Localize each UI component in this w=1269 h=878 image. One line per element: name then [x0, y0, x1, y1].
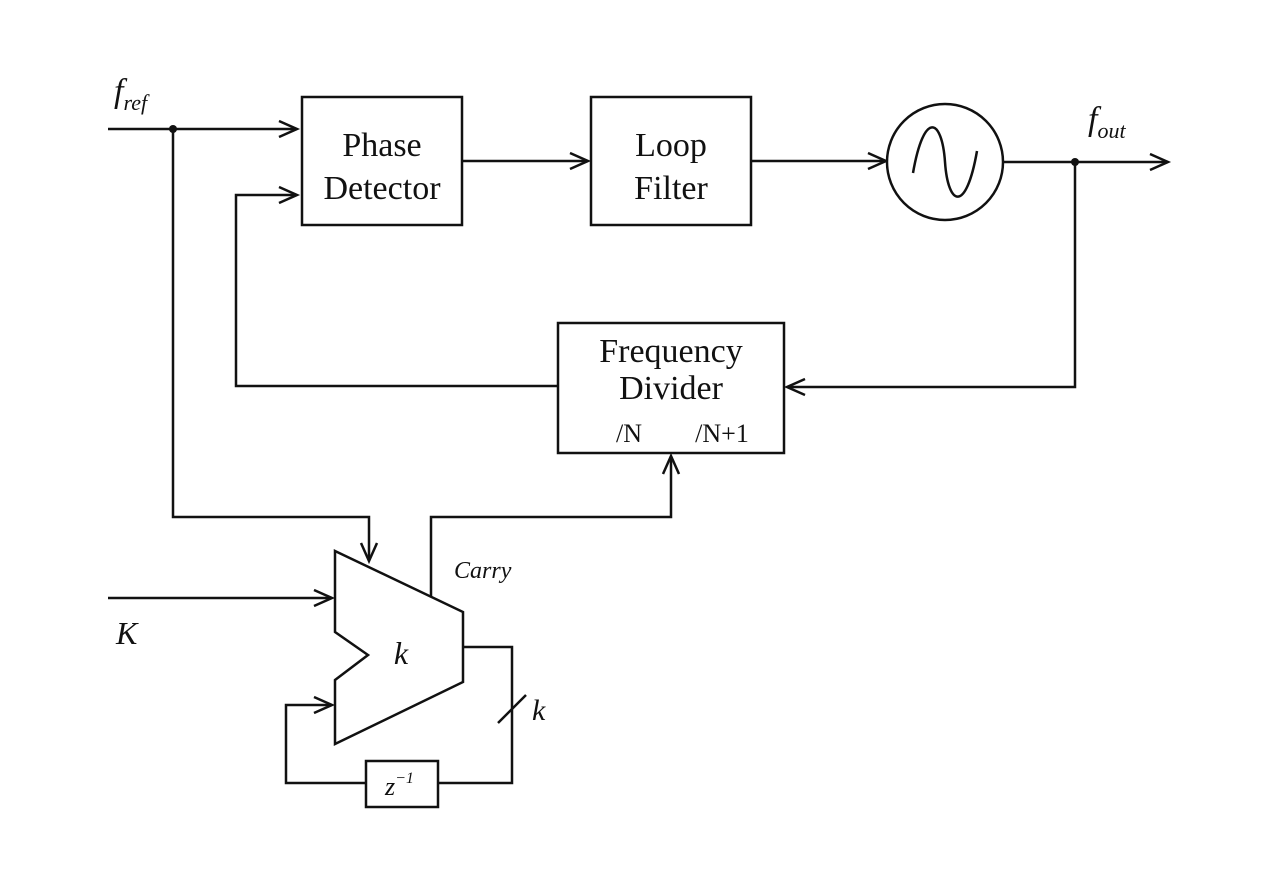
divider-input-arrowhead — [783, 377, 806, 397]
carry-label: Carry — [454, 558, 512, 584]
frequency-divider-label-1: Frequency — [599, 333, 743, 370]
fout-label: fout — [1088, 101, 1126, 143]
delay-feedback-line — [284, 703, 366, 785]
loop-filter-block — [589, 95, 753, 227]
fref-branch-line — [171, 129, 371, 560]
pd-feedback-arrowhead — [278, 185, 301, 205]
carry-line — [429, 456, 673, 598]
phase-detector-label-1: Phase — [342, 127, 421, 164]
k-input-arrowhead — [313, 588, 336, 608]
accumulator-label: k — [394, 635, 409, 671]
delay-feedback-arrowhead — [313, 695, 336, 715]
pd-to-filter-arrowhead — [569, 151, 592, 171]
loop-filter-label-1: Loop — [635, 127, 707, 164]
accumulator-adder — [333, 549, 465, 746]
phase-detector-block — [300, 95, 464, 227]
fref-arrowhead — [278, 119, 301, 139]
delay-label: z−1 — [384, 770, 414, 801]
delay-block — [364, 759, 440, 809]
divider-port-n: /N — [616, 419, 642, 448]
carry-arrowhead — [661, 452, 681, 475]
feedback-to-divider-line — [787, 162, 1077, 389]
loop-filter-label-2: Filter — [634, 170, 708, 207]
sine-wave-icon — [911, 126, 979, 198]
accumulator-output-line — [438, 645, 514, 785]
frequency-divider-block — [556, 321, 786, 455]
fout-arrowhead — [1149, 152, 1172, 172]
accumulator-clock-arrowhead — [359, 542, 379, 565]
fref-label: fref — [114, 73, 150, 115]
divider-port-n1: /N+1 — [695, 419, 749, 448]
k-input-label: K — [115, 615, 139, 651]
divider-to-pd-line — [234, 193, 558, 388]
bus-width-label: k — [532, 694, 546, 727]
frequency-divider-label-2: Divider — [619, 370, 724, 407]
bus-width-slash — [497, 694, 527, 724]
phase-detector-label-2: Detector — [323, 170, 441, 207]
